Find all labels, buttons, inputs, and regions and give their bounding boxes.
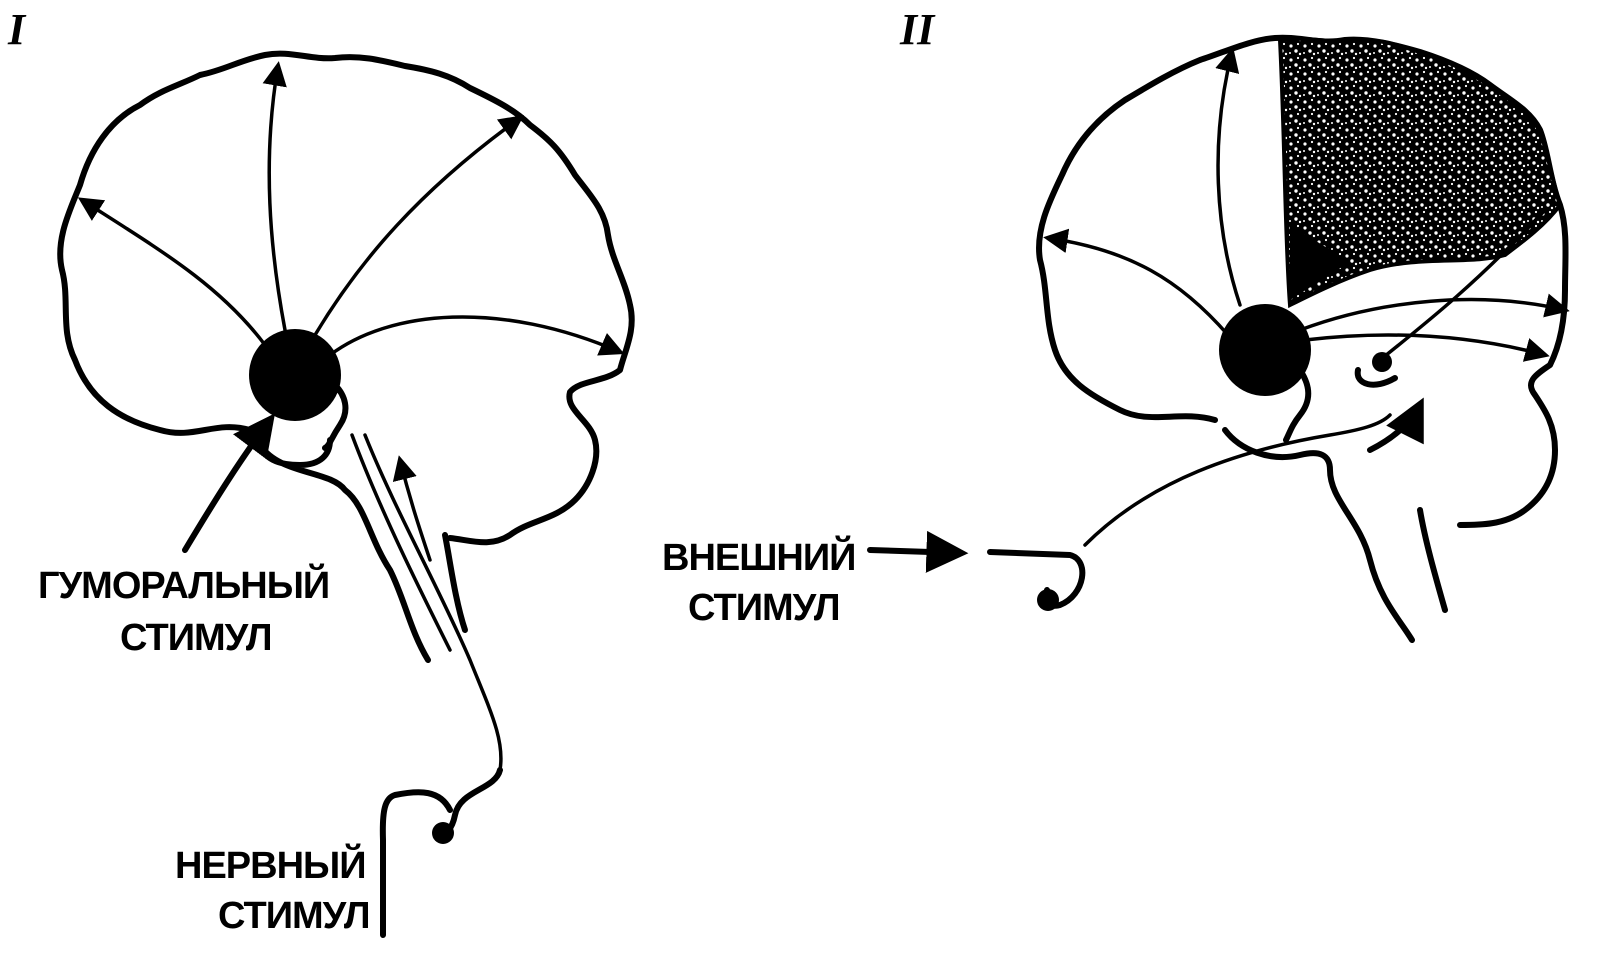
panel-two-brainstem [1225, 430, 1412, 640]
panel-one-arrow-humoral [185, 420, 270, 550]
panel-two-numeral: II [899, 5, 936, 54]
panel-one-arrow-top [269, 66, 285, 330]
panel-one-nerve-ending [383, 770, 500, 935]
external-stimulus-label-line1: ВНЕШНИЙ [662, 534, 855, 579]
humoral-stimulus-label-line1: ГУМОРАЛЬНЫЙ [38, 562, 329, 607]
nerve-stimulus-label-line2: СТИМУЛ [218, 895, 370, 937]
panel-two-reticular-dot [1372, 352, 1392, 372]
panel-one-arrow-rear [330, 317, 620, 355]
panel-one-receptor-dot [432, 822, 454, 844]
external-stimulus-label-line2: СТИМУЛ [688, 587, 840, 629]
panel-two-receptor-dot [1037, 589, 1059, 611]
panel-one-numeral: I [7, 5, 27, 54]
panel-two-reticular-hook [1358, 370, 1395, 385]
panel-one-nerve-line-b [365, 435, 501, 770]
panel-two-arrow-rear-upper [1300, 300, 1565, 330]
panel-two-arrow-external [870, 550, 960, 553]
panel-one-arrow-frontal [82, 200, 265, 345]
panel-two: II ВНЕШНИЙ СТИМУЛ [662, 5, 1566, 640]
panel-two-receptor-hook [990, 552, 1082, 606]
panel-two-arrow-ascending [1370, 405, 1420, 450]
panel-two-afferent-path [1085, 415, 1390, 545]
panel-two-arrow-frontal [1048, 238, 1228, 335]
panel-two-cerebellum-edge [1420, 510, 1445, 610]
panel-two-arrow-rear-lower [1305, 335, 1545, 355]
nerve-stimulus-label-line1: НЕРВНЫЙ [175, 842, 366, 887]
humoral-stimulus-label-line2: СТИМУЛ [120, 617, 272, 659]
panel-one-brain-outline [60, 54, 632, 543]
panel-two-arrow-top [1218, 52, 1240, 305]
panel-one-arrow-upper-right [315, 118, 520, 335]
panel-two-center-node [1219, 304, 1311, 396]
panel-one: I ГУМОРАЛЬНЫЙ СТИМУЛ НЕРВНЫЙ СТИМУЛ [7, 5, 632, 937]
